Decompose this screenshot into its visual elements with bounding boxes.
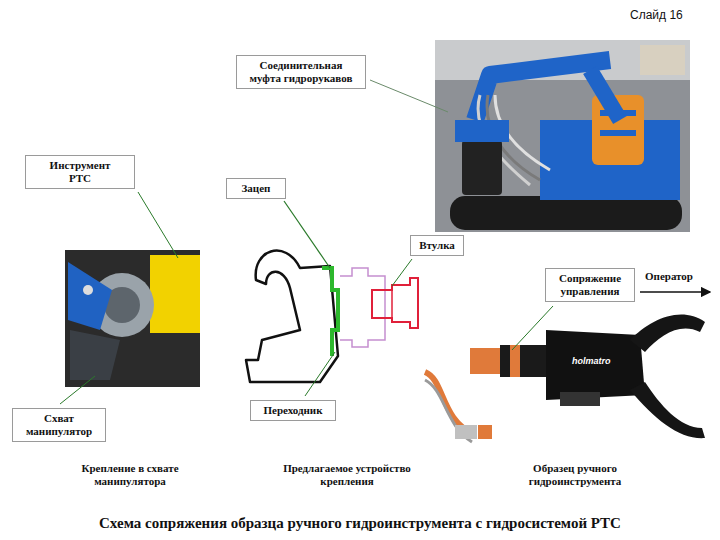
callout-text: Соединительная муфта гидрорукавов bbox=[249, 59, 353, 85]
callout-text: Инструмент РТС bbox=[40, 159, 120, 185]
callout-box: Инструмент РТС bbox=[25, 155, 135, 189]
callout-box: Схват манипулятор bbox=[12, 408, 106, 442]
leader-lines bbox=[60, 80, 710, 404]
gripper-photo bbox=[65, 250, 200, 387]
callout-box: Втулка bbox=[410, 235, 464, 256]
operator-label: Оператор bbox=[645, 270, 715, 283]
callout-box: Соединительная муфта гидрорукавов bbox=[236, 55, 366, 89]
callout-text: Втулка bbox=[417, 239, 457, 252]
tool-photo bbox=[425, 315, 705, 442]
callout-box: Сопряжение управления bbox=[545, 268, 635, 302]
callout-text: Зацеп bbox=[233, 182, 279, 195]
callout-text: Схват манипулятор bbox=[18, 412, 100, 438]
slide-caption: Схема сопряжения образца ручного гидроин… bbox=[0, 514, 720, 532]
photo-caption: Крепление в схвате манипулятора bbox=[45, 462, 215, 488]
robot-photo bbox=[435, 40, 690, 232]
slide-number: Слайд 16 bbox=[630, 8, 710, 22]
photo-caption: Образец ручного гидроинструмента bbox=[490, 462, 660, 488]
callout-text: Сопряжение управления bbox=[551, 272, 629, 298]
photo-caption: Предлагаемое устройство крепления bbox=[262, 462, 432, 488]
callout-text: Переходник bbox=[257, 404, 329, 417]
brand-mark: holmatro bbox=[572, 356, 622, 367]
callout-box: Зацеп bbox=[226, 178, 286, 199]
attachment-sketch bbox=[246, 251, 418, 382]
callout-box: Переходник bbox=[250, 400, 336, 421]
